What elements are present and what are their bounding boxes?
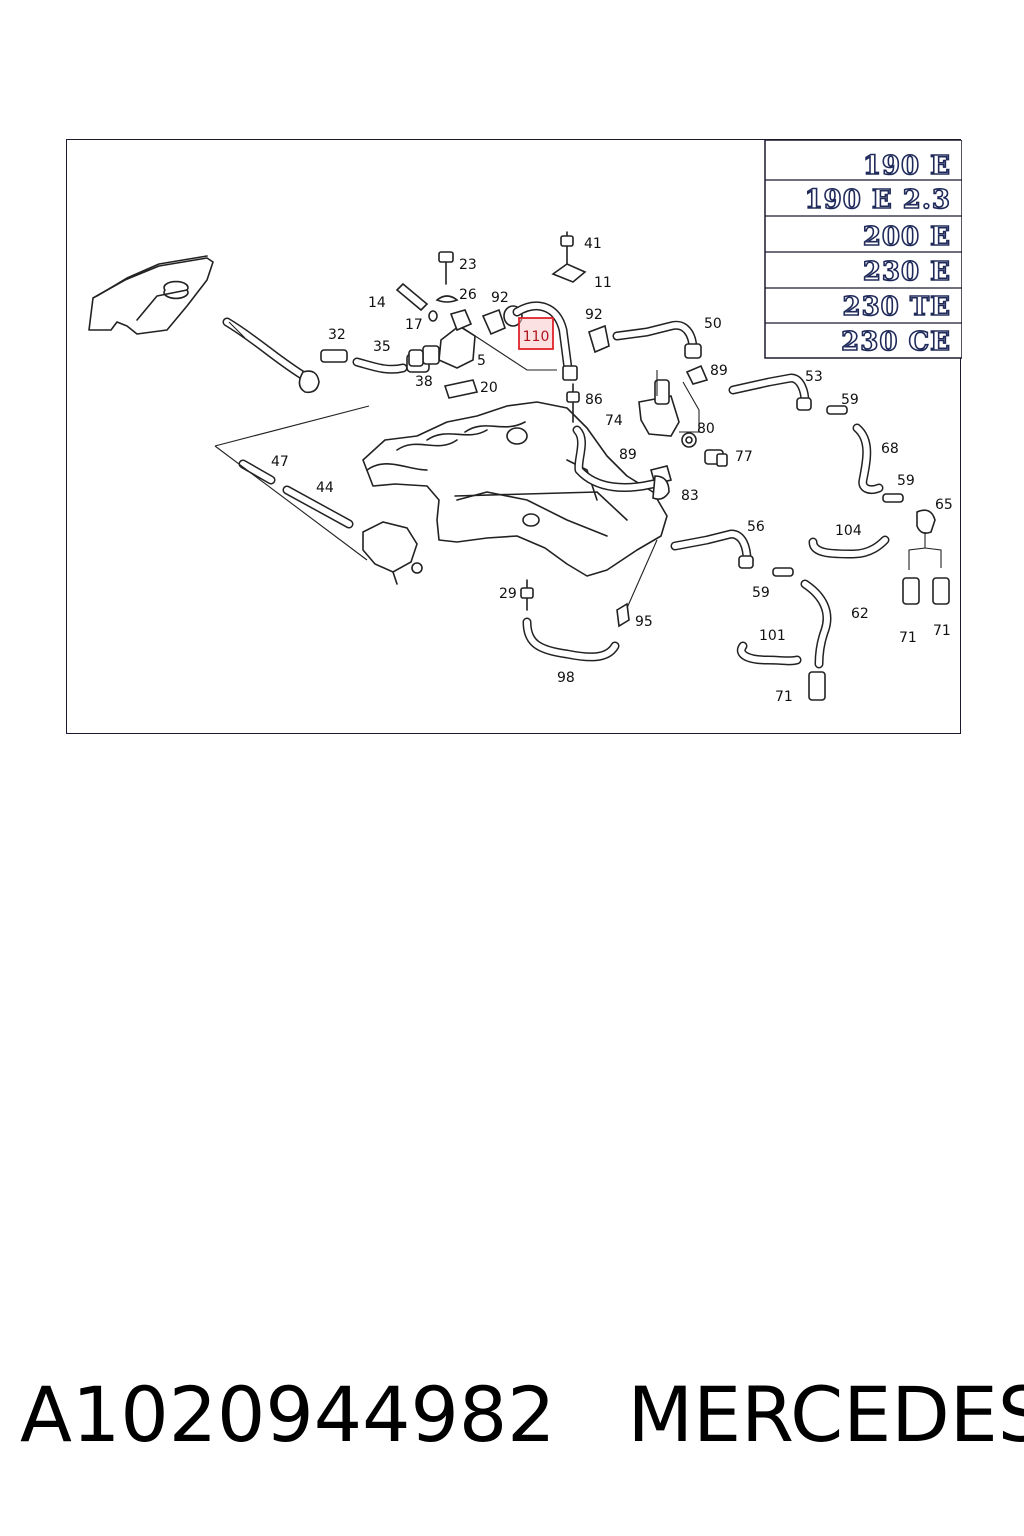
- callout-74: 74: [605, 413, 623, 429]
- model-badge-190e: 190 E: [863, 151, 951, 181]
- callout-65: 65: [935, 497, 953, 513]
- callout-41: 41: [584, 236, 602, 252]
- callout-71-right: 71: [933, 623, 951, 639]
- footer-title: A1020944982 MERCEDES: [20, 1370, 1024, 1459]
- callout-5: 5: [477, 353, 486, 369]
- callout-71-left: 71: [899, 630, 917, 646]
- callout-29: 29: [499, 586, 517, 602]
- part-number: A1020944982: [20, 1370, 556, 1459]
- model-badge-230e: 230 E: [863, 257, 951, 287]
- callout-11: 11: [594, 275, 612, 291]
- callout-32: 32: [328, 327, 346, 343]
- callout-53: 53: [805, 369, 823, 385]
- valve-cover-drawing: [88, 255, 214, 335]
- callout-104: 104: [835, 523, 862, 539]
- parts-diagram: 190 E 190 E 2.3 200 E 230 E 230 TE 230 C…: [88, 140, 962, 705]
- highlighted-part-110[interactable]: 110: [518, 317, 554, 350]
- callout-98: 98: [557, 670, 575, 686]
- callout-50: 50: [704, 316, 722, 332]
- callout-89-top: 89: [710, 363, 728, 379]
- model-badge-200e: 200 E: [863, 222, 951, 252]
- model-badge-230te: 230 TE: [843, 292, 952, 322]
- callout-59-mid: 59: [897, 473, 915, 489]
- callout-68: 68: [881, 441, 899, 457]
- callout-101: 101: [759, 628, 786, 644]
- callout-110-label: 110: [523, 329, 550, 345]
- callout-77: 77: [735, 449, 753, 465]
- model-badge-190e-23: 190 E 2.3: [805, 185, 951, 215]
- callout-23: 23: [459, 257, 477, 273]
- callout-20: 20: [480, 380, 498, 396]
- callout-14: 14: [368, 295, 386, 311]
- callout-59-top: 59: [841, 392, 859, 408]
- callout-35: 35: [373, 339, 391, 355]
- callout-89-bottom: 89: [619, 447, 637, 463]
- callout-labels: 41 11 23 26 14 17 92 92 50 32 35 38 5 20…: [271, 236, 953, 705]
- model-badge-table: 190 E 190 E 2.3 200 E 230 E 230 TE 230 C…: [764, 140, 962, 359]
- callout-26: 26: [459, 287, 477, 303]
- callout-83: 83: [681, 488, 699, 504]
- brand-name: MERCEDES: [627, 1370, 1024, 1459]
- callout-95: 95: [635, 614, 653, 630]
- callout-62: 62: [851, 606, 869, 622]
- callout-44: 44: [316, 480, 334, 496]
- callout-92-left: 92: [491, 290, 509, 306]
- callout-38: 38: [415, 374, 433, 390]
- callout-17: 17: [405, 317, 423, 333]
- callout-92-right: 92: [585, 307, 603, 323]
- callout-59-bottom: 59: [752, 585, 770, 601]
- callout-71-bottom: 71: [775, 689, 793, 705]
- callout-86: 86: [585, 392, 603, 408]
- callout-56: 56: [747, 519, 765, 535]
- intake-manifold-drawing: [362, 401, 668, 577]
- callout-47: 47: [271, 454, 289, 470]
- model-badge-230ce: 230 CE: [841, 327, 951, 357]
- parts-diagram-frame: 190 E 190 E 2.3 200 E 230 E 230 TE 230 C…: [66, 139, 962, 734]
- callout-80: 80: [697, 421, 715, 437]
